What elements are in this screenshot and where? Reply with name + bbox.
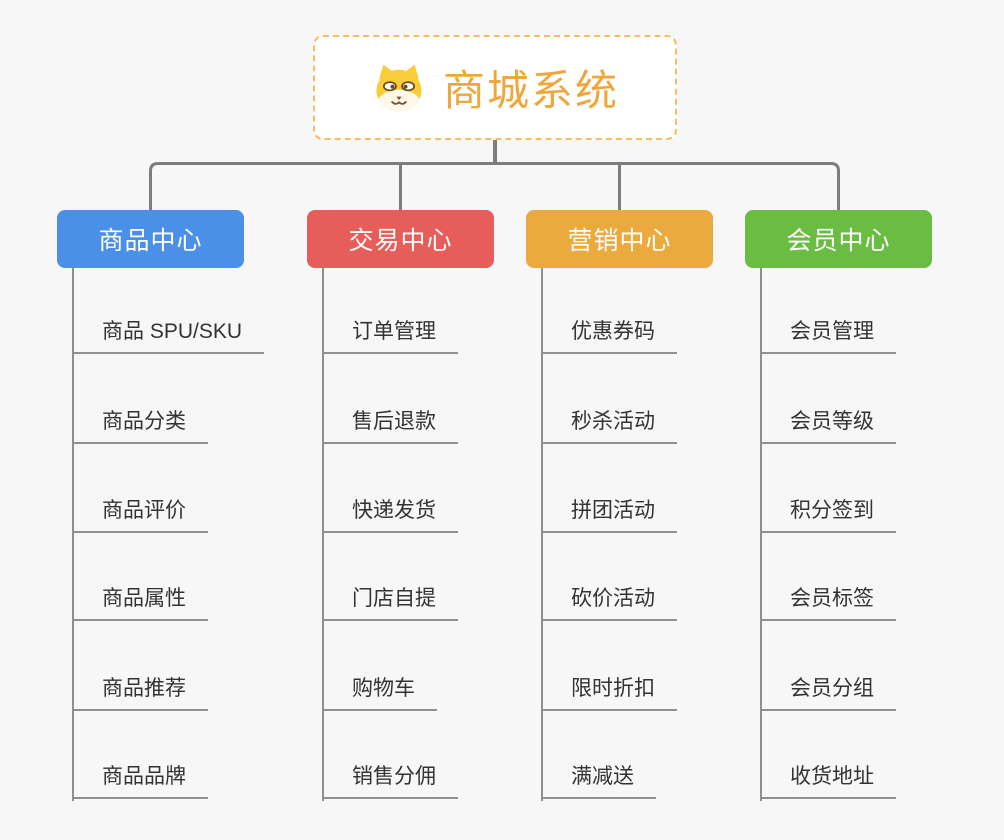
leaf-node[interactable]: 快递发货 bbox=[322, 498, 458, 533]
leaf-node[interactable]: 会员分组 bbox=[760, 676, 896, 711]
leaf-node[interactable]: 商品评价 bbox=[72, 498, 208, 533]
leaf-node[interactable]: 会员管理 bbox=[760, 319, 896, 354]
branch-member-center[interactable]: 会员中心 bbox=[745, 210, 932, 268]
leaf-node[interactable]: 商品品牌 bbox=[72, 764, 208, 799]
leaf-node[interactable]: 秒杀活动 bbox=[541, 409, 677, 444]
leaf-node[interactable]: 订单管理 bbox=[322, 319, 458, 354]
root-node-mall-system[interactable]: 商城系统 bbox=[313, 35, 677, 140]
branch-children-marketing: 优惠券码 秒杀活动 拼团活动 砍价活动 限时折扣 满减送 bbox=[541, 268, 771, 801]
leaf-node[interactable]: 收货地址 bbox=[760, 764, 896, 799]
leaf-node[interactable]: 门店自提 bbox=[322, 586, 458, 621]
leaf-node[interactable]: 优惠券码 bbox=[541, 319, 677, 354]
leaf-node[interactable]: 会员等级 bbox=[760, 409, 896, 444]
branch-children-trade: 订单管理 售后退款 快递发货 门店自提 购物车 销售分佣 bbox=[322, 268, 552, 801]
leaf-node[interactable]: 商品分类 bbox=[72, 409, 208, 444]
leaf-node[interactable]: 砍价活动 bbox=[541, 586, 677, 621]
leaf-node[interactable]: 售后退款 bbox=[322, 409, 458, 444]
leaf-node[interactable]: 会员标签 bbox=[760, 586, 896, 621]
root-title: 商城系统 bbox=[442, 67, 619, 114]
leaf-node[interactable]: 销售分佣 bbox=[322, 764, 458, 799]
leaf-node[interactable]: 限时折扣 bbox=[541, 676, 677, 711]
leaf-node[interactable]: 商品 SPU/SKU bbox=[72, 319, 265, 354]
branch-product-center[interactable]: 商品中心 bbox=[57, 210, 244, 268]
leaf-node[interactable]: 满减送 bbox=[541, 764, 656, 799]
leaf-node[interactable]: 商品属性 bbox=[72, 586, 208, 621]
branch-marketing-center[interactable]: 营销中心 bbox=[526, 210, 713, 268]
shiba-dog-icon bbox=[376, 64, 422, 111]
leaf-node[interactable]: 积分签到 bbox=[760, 498, 896, 533]
leaf-node[interactable]: 拼团活动 bbox=[541, 498, 677, 533]
leaf-node[interactable]: 商品推荐 bbox=[72, 676, 208, 711]
branch-trade-center[interactable]: 交易中心 bbox=[307, 210, 494, 268]
branch-children-product: 商品 SPU/SKU 商品分类 商品评价 商品属性 商品推荐 商品品牌 bbox=[72, 268, 302, 801]
branch-children-member: 会员管理 会员等级 积分签到 会员标签 会员分组 收货地址 bbox=[760, 268, 990, 801]
leaf-node[interactable]: 购物车 bbox=[322, 676, 437, 711]
